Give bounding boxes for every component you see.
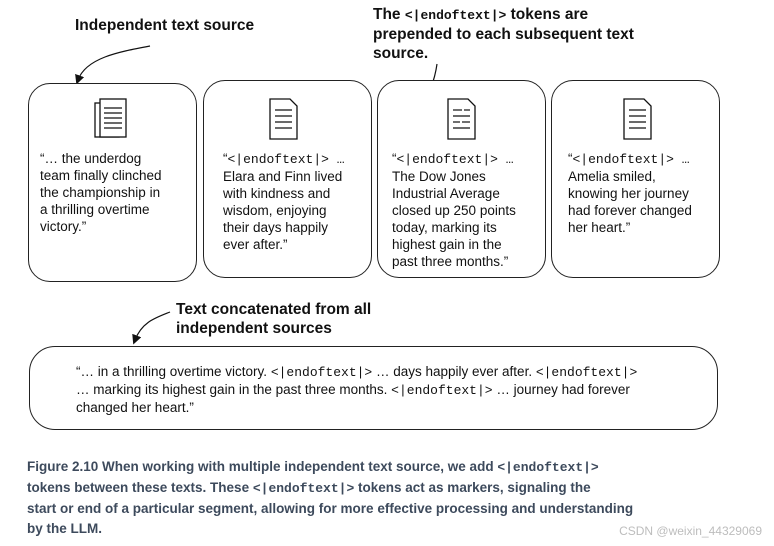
card-line: The Dow Jones [392, 169, 486, 184]
caption-line: Figure 2.10 When working with multiple i… [27, 457, 747, 478]
callout-independent-source: Independent text source [75, 17, 255, 34]
endoftext-token: <|endoftext|> [270, 365, 373, 380]
card-line: her heart.” [568, 220, 631, 235]
concatenated-segment: … marking its highest gain in the past t… [76, 382, 392, 397]
caption-segment: tokens between these texts. These [27, 480, 253, 495]
endoftext-token: <|endoftext|> [391, 383, 493, 398]
concatenated-line: … marking its highest gain in the past t… [76, 381, 706, 399]
callout-prepended: The <|endoftext|> tokens are prepended t… [373, 5, 673, 63]
card-line: closed up 250 points [392, 203, 516, 218]
callout-concatenated: Text concatenated from all independent s… [176, 300, 371, 338]
caption-line: start or end of a particular segment, al… [27, 501, 634, 516]
arrow-concatenated [132, 311, 171, 345]
caption-segment: Figure 2.10 When working with multiple i… [27, 459, 498, 474]
card-line: wisdom, enjoying [223, 203, 327, 218]
concatenated-segment: … days happily ever after. [372, 364, 536, 379]
endoftext-token: <|endoftext|> … [572, 152, 690, 167]
caption-line: tokens between these texts. These <|endo… [27, 478, 747, 499]
card-text: “<|endoftext|> … Amelia smiled, knowing … [568, 150, 716, 236]
concatenated-text: “… in a thrilling overtime victory. <|en… [76, 363, 706, 416]
card-line: their days happily [223, 220, 329, 235]
concatenated-line: “… in a thrilling overtime victory. <|en… [76, 363, 706, 381]
watermark: CSDN @weixin_44329069 [619, 524, 762, 538]
document-icon [94, 98, 127, 138]
card-line: “… the underdog [40, 151, 142, 166]
card-line: highest gain in the [392, 237, 502, 252]
card-line: “<|endoftext|> … [392, 151, 514, 167]
endoftext-token: <|endoftext|> [252, 481, 355, 496]
card-line: Elara and Finn lived [223, 169, 343, 184]
endoftext-token: <|endoftext|> … [227, 152, 345, 167]
card-line: knowing her journey [568, 186, 689, 201]
card-line: past three months.” [392, 254, 509, 269]
callout-prepended-text: The [373, 6, 405, 23]
card-line: Industrial Average [392, 186, 500, 201]
endoftext-token: <|endoftext|> [404, 8, 507, 23]
document-icon [447, 98, 476, 140]
card-line: team finally clinched [40, 168, 162, 183]
concatenated-segment: … journey had forever [492, 382, 630, 397]
concatenated-line: changed her heart.” [76, 400, 194, 415]
callout-prepended-text: prepended to each subsequent text [373, 26, 634, 43]
card-line: a thrilling overtime [40, 202, 150, 217]
card-line: “<|endoftext|> … [568, 151, 690, 167]
figure-caption: Figure 2.10 When working with multiple i… [27, 457, 747, 539]
callout-concatenated-text: Text concatenated from all [176, 301, 372, 318]
concatenated-segment: “… in a thrilling overtime victory. [76, 364, 271, 379]
document-icon [623, 98, 652, 140]
card-line: “<|endoftext|> … [223, 151, 345, 167]
card-line: ever after.” [223, 237, 288, 252]
card-text: “<|endoftext|> … The Dow Jones Industria… [392, 150, 542, 270]
endoftext-token: <|endoftext|> [535, 365, 638, 380]
endoftext-token: <|endoftext|> … [396, 152, 514, 167]
card-line: had forever changed [568, 203, 692, 218]
concatenated-text-box [29, 346, 718, 430]
card-line: victory.” [40, 219, 87, 234]
callout-prepended-text: source. [373, 45, 429, 62]
card-line: the championship in [40, 185, 161, 200]
endoftext-token: <|endoftext|> [497, 460, 599, 475]
caption-line: by the LLM. [27, 521, 102, 536]
card-text: “… the underdog team finally clinched th… [40, 150, 190, 235]
callout-prepended-text: tokens are [506, 6, 589, 23]
caption-segment: tokens act as markers, signaling the [354, 480, 591, 495]
card-line: with kindness and [223, 186, 331, 201]
document-icon [269, 98, 298, 140]
callout-concatenated-text: independent sources [176, 320, 332, 337]
card-text: “<|endoftext|> … Elara and Finn lived wi… [223, 150, 371, 253]
arrow-independent [75, 45, 151, 85]
card-line: today, marking its [392, 220, 497, 235]
card-line: Amelia smiled, [568, 169, 656, 184]
